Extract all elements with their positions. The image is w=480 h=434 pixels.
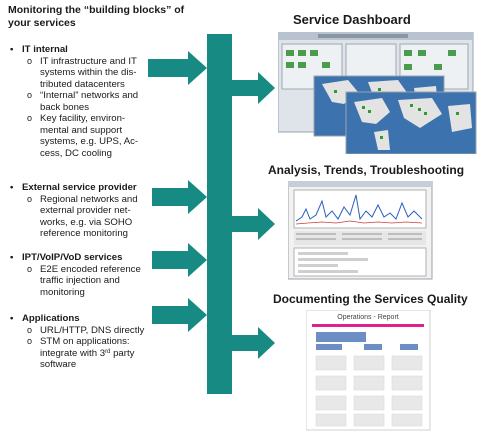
dashboard-screenshot: [278, 32, 477, 154]
circle-bullet-icon: o: [27, 336, 33, 346]
circle-bullet-icon: o: [27, 324, 33, 335]
category-item: IT infrastructure and IT systems within …: [40, 55, 137, 90]
bullet-icon: •: [10, 182, 14, 193]
input-arrow-it-internal: [148, 51, 207, 85]
circle-bullet-icon: o: [27, 193, 33, 204]
report-title: Operations - Report: [337, 314, 399, 321]
monitoring-heading: Monitoring the “building blocks” of your…: [8, 4, 185, 29]
category-item: Regional networks and external provider …: [40, 193, 138, 240]
category-item: “Internal” networks and back bones: [40, 90, 139, 113]
input-arrow-external-provider: [152, 180, 207, 214]
analysis-screenshot: [288, 181, 433, 280]
input-arrow-ipt-voip-vod: [152, 243, 207, 277]
circle-bullet-icon: o: [27, 90, 33, 100]
circle-bullet-icon: o: [27, 113, 33, 123]
category-item: STM on applications: integrate with 3rd …: [40, 336, 135, 370]
bullet-icon: •: [10, 44, 14, 55]
category-title: IPT/VoIP/VoD services: [22, 252, 123, 263]
category-item: URL/HTTP, DNS directly: [40, 324, 145, 336]
output-arrow-dashboard: [232, 72, 275, 104]
category-external-provider: • External service provider o Regional net…: [8, 182, 208, 240]
category-title: Applications: [22, 313, 80, 324]
central-bar: [207, 34, 232, 394]
category-title: IT internal: [22, 44, 68, 55]
circle-bullet-icon: o: [27, 55, 33, 66]
output-arrow-report: [232, 327, 275, 359]
output-arrow-analysis: [232, 208, 275, 240]
input-arrow-applications: [152, 298, 207, 332]
category-it-internal: • IT internal o IT infrastructure and IT s…: [8, 44, 208, 159]
output-title-analysis: Analysis, Trends, Troubleshooting: [268, 163, 465, 177]
circle-bullet-icon: o: [27, 263, 33, 274]
output-title-report: Documenting the Services Quality: [273, 292, 468, 306]
category-title: External service provider: [22, 182, 137, 193]
output-title-dashboard: Service Dashboard: [293, 12, 411, 27]
category-ipt-voip-vod: • IPT/VoIP/VoD services o E2E encoded refe…: [8, 252, 208, 298]
category-item: Key facility, environ- mental and suppor…: [40, 113, 139, 159]
bullet-icon: •: [10, 252, 14, 263]
report-screenshot: Operations - Report: [306, 310, 431, 431]
category-item: E2E encoded reference traffic injection …: [40, 263, 141, 298]
bullet-icon: •: [10, 313, 14, 324]
